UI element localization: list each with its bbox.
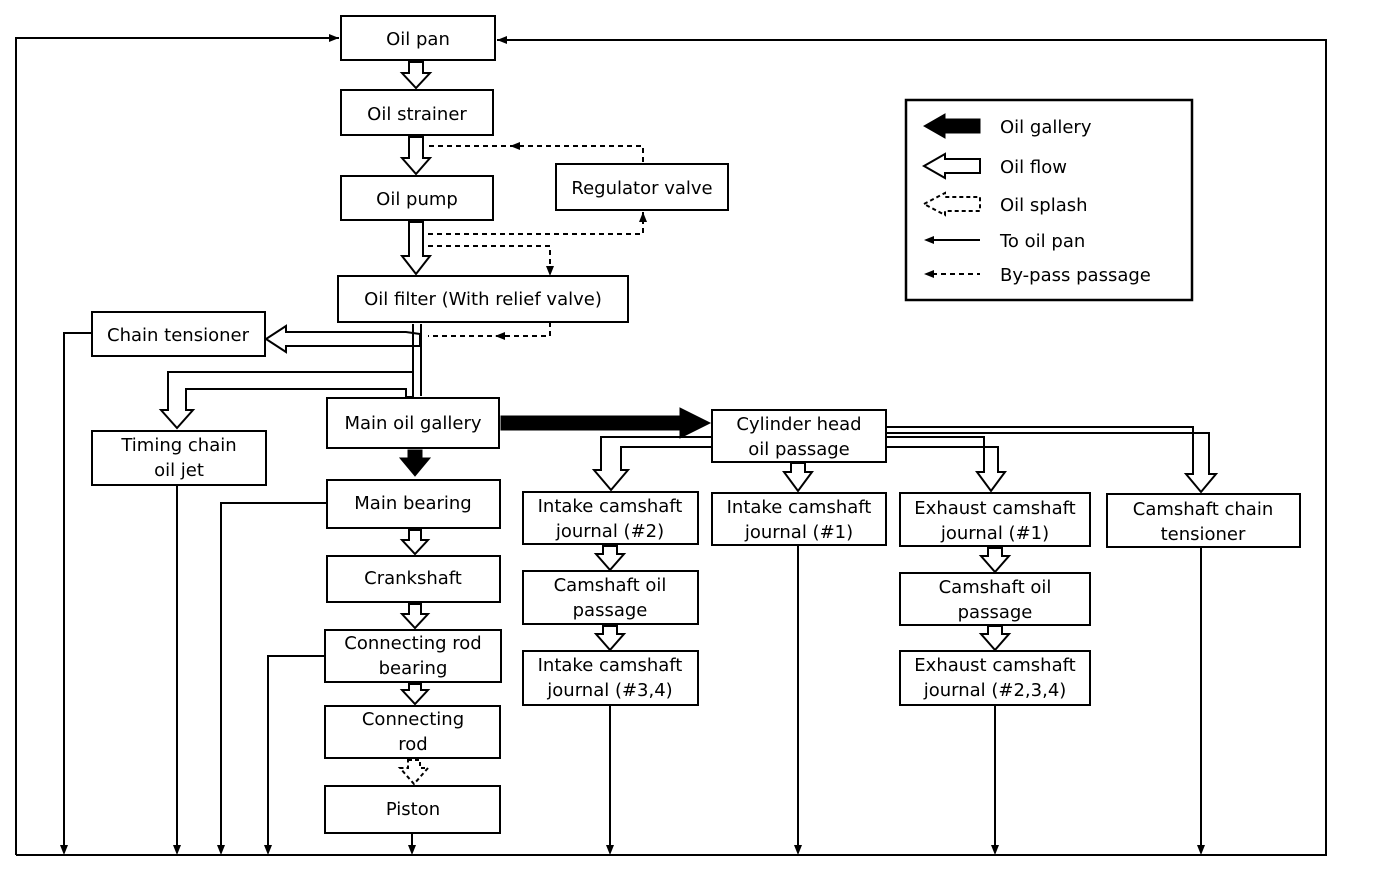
node-connecting-rod-bearing: Connecting rod bearing [324,629,502,683]
node-camshaft-oil-passage-exhaust: Camshaft oil passage [899,572,1091,626]
node-cam-passage-exhaust-line2: passage [958,602,1033,623]
node-connecting-rod-bearing-line2: bearing [379,658,448,679]
node-oil-filter-line1: Oil filter (With relief valve) [364,289,602,310]
node-piston: Piston [324,785,501,834]
node-piston-line1: Piston [386,799,440,820]
node-chain-tensioner-line1: Chain tensioner [107,325,250,346]
node-exhaust-camshaft-journal-234: Exhaust camshaft journal (#2,3,4) [899,650,1091,706]
legend-to-oil-pan-label: To oil pan [999,231,1085,252]
node-main-bearing-line1: Main bearing [354,493,471,514]
node-crankshaft-line1: Crankshaft [364,568,462,589]
node-camshaft-oil-passage-intake: Camshaft oil passage [522,570,699,625]
node-chain-tensioner: Chain tensioner [91,311,266,357]
node-intake-journal-2-line1: Intake camshaft [538,496,683,517]
node-intake-camshaft-journal-1: Intake camshaft journal (#1) [711,492,887,546]
node-intake-camshaft-journal-2: Intake camshaft journal (#2) [522,491,699,545]
node-intake-journal-2-line2: journal (#2) [555,521,664,542]
node-regulator-valve-line1: Regulator valve [571,178,712,199]
node-cam-passage-intake-line1: Camshaft oil [554,575,667,596]
node-intake-camshaft-journal-34: Intake camshaft journal (#3,4) [522,650,699,706]
node-intake-journal-1-line1: Intake camshaft [727,497,872,518]
node-oil-filter: Oil filter (With relief valve) [337,275,629,323]
node-cam-passage-intake-line2: passage [573,600,648,621]
node-oil-pump-line1: Oil pump [376,189,458,210]
node-exhaust-camshaft-journal-1: Exhaust camshaft journal (#1) [899,492,1091,547]
node-timing-chain-oil-jet-line1: Timing chain [120,435,236,456]
node-cylinder-head-line2: oil passage [748,439,849,460]
node-main-bearing: Main bearing [326,479,501,529]
node-oil-pan: Oil pan [340,15,496,61]
oil-splash-arrow [397,759,431,786]
node-connecting-rod-line1: Connecting [362,709,464,730]
node-intake-journal-34-line1: Intake camshaft [538,655,683,676]
oil-flow-arrows [158,61,1219,706]
node-camshaft-chain-tensioner: Camshaft chain tensioner [1106,493,1301,548]
node-exhaust-journal-1-line1: Exhaust camshaft [914,498,1075,519]
node-oil-strainer: Oil strainer [340,89,494,136]
node-cylinder-head-oil-passage: Cylinder head oil passage [711,409,887,463]
legend-oil-flow-symbol [921,152,981,180]
legend-oil-gallery-symbol [922,113,981,139]
legend-oil-flow-label: Oil flow [1000,157,1067,178]
node-oil-strainer-line1: Oil strainer [367,104,467,125]
node-timing-chain-oil-jet: Timing chain oil jet [91,430,267,486]
bypass-passages [428,142,647,340]
node-connecting-rod-bearing-line1: Connecting rod [344,633,481,654]
legend-oil-gallery-label: Oil gallery [1000,117,1092,138]
node-connecting-rod: Connecting rod [324,705,501,759]
node-main-oil-gallery: Main oil gallery [326,397,500,449]
node-exhaust-journal-234-line2: journal (#2,3,4) [923,680,1067,701]
node-exhaust-journal-234-line1: Exhaust camshaft [914,655,1075,676]
node-exhaust-journal-1-line2: journal (#1) [940,523,1049,544]
node-oil-pan-line1: Oil pan [386,29,450,50]
legend-bypass-label: By-pass passage [1000,265,1151,286]
legend: Oil gallery Oil flow Oil splash To oil p… [904,98,1194,302]
legend-oil-splash-label: Oil splash [1000,195,1088,216]
node-cylinder-head-line1: Cylinder head [736,414,861,435]
node-oil-pump: Oil pump [340,175,494,221]
node-timing-chain-oil-jet-line2: oil jet [154,460,204,481]
node-main-oil-gallery-line1: Main oil gallery [344,413,481,434]
node-crankshaft: Crankshaft [326,555,501,603]
legend-oil-splash-symbol [921,191,981,217]
node-regulator-valve: Regulator valve [555,163,729,211]
return-lines [15,34,1327,856]
node-cam-passage-exhaust-line1: Camshaft oil [939,577,1052,598]
node-connecting-rod-line2: rod [398,734,427,755]
node-camshaft-chain-tensioner-line2: tensioner [1161,524,1246,545]
oil-gallery-arrows [398,324,712,477]
node-intake-journal-34-line2: journal (#3,4) [546,680,672,701]
node-camshaft-chain-tensioner-line1: Camshaft chain [1133,499,1274,520]
node-intake-journal-1-line2: journal (#1) [744,522,853,543]
